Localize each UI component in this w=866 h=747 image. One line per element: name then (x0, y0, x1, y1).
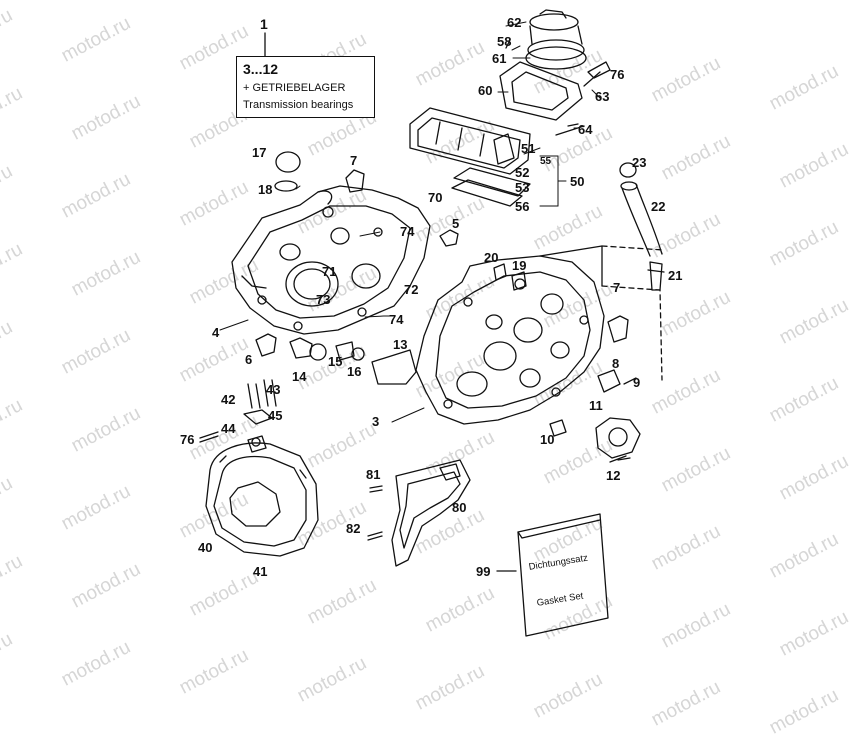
watermark-text: motod.ru (176, 644, 253, 699)
watermark-text: motod.ru (294, 652, 371, 707)
part-number-label: 17 (252, 145, 267, 160)
watermark-text: motod.ru (412, 660, 489, 715)
assembly-part-range: 3...12 (243, 61, 279, 77)
part-number-label: 44 (221, 421, 236, 436)
part-number-label: 43 (266, 382, 281, 397)
part-number-label: 81 (366, 467, 381, 482)
part-number-label: 40 (198, 540, 213, 555)
part-number-label: 14 (292, 369, 307, 384)
part-number-label: 19 (512, 258, 527, 273)
part-number-label: 15 (328, 354, 343, 369)
right-crankcase-half (415, 245, 665, 425)
part-number-label: 10 (540, 432, 555, 447)
part-number-label: 22 (651, 199, 666, 214)
callout-number-1: 1 (260, 16, 268, 32)
part-number-label: 56 (515, 199, 530, 214)
exploded-parts-diagram: motod.ru motod.ru motod.ru motod.ru motod.ru… (0, 5, 852, 739)
part-number-label: 52 (515, 165, 530, 180)
part-number-label: 4 (212, 325, 220, 340)
part-number-label: 74 (389, 312, 404, 327)
part-number-label: 13 (393, 337, 408, 352)
part-number-label: 21 (668, 268, 683, 283)
part-number-label: 72 (404, 282, 419, 297)
skid-plate (391, 459, 471, 567)
part-number-label: 18 (258, 182, 273, 197)
part-number-label: 12 (606, 468, 621, 483)
part-number-label: 60 (478, 83, 493, 98)
part-number-label: 80 (452, 500, 467, 515)
part-number-label: 42 (221, 392, 236, 407)
part-number-label: 9 (633, 375, 641, 390)
leader-lines (219, 21, 601, 423)
part-number-label: 73 (316, 292, 331, 307)
small-parts (199, 61, 641, 541)
part-number-label: 64 (578, 122, 593, 137)
gasket-kit-card (517, 513, 609, 637)
part-number-label: 7 (613, 280, 621, 295)
part-number-label: 51 (521, 141, 536, 156)
clutch-cover (205, 435, 319, 557)
part-number-label: 6 (245, 352, 253, 367)
assembly-german-label: + GETRIEBELAGER (243, 82, 346, 94)
part-number-label: 16 (347, 364, 362, 379)
part-number-label: 53 (515, 180, 530, 195)
part-number-label: 23 (632, 155, 647, 170)
part-number-label: 20 (484, 250, 499, 265)
watermark-text: motod.ru (648, 676, 725, 731)
part-number-label: 76 (610, 67, 625, 82)
part-number-label: 61 (492, 51, 507, 66)
part-number-label: 58 (497, 34, 512, 49)
left-crankcase-half (231, 185, 431, 335)
part-number-label: 63 (595, 89, 610, 104)
watermark-text: motod.ru (530, 668, 607, 723)
part-number-label: 74 (400, 224, 415, 239)
part-number-label: 55 (540, 156, 552, 167)
part-number-label: 70 (428, 190, 443, 205)
vent-hose (619, 162, 665, 291)
part-number-label: 11 (589, 398, 603, 413)
part-number-label: 82 (346, 521, 361, 536)
assembly-info-box: 3...12 + GETRIEBELAGER Transmission bear… (236, 56, 375, 118)
assembly-english-label: Transmission bearings (243, 99, 354, 111)
part-number-label: 71 (322, 264, 337, 279)
part-number-label: 8 (612, 356, 620, 371)
part-number-label: 45 (268, 408, 283, 423)
watermark-text: motod.ru (766, 684, 843, 739)
engine-case-line-art (199, 9, 665, 637)
part-number-label: 7 (350, 153, 358, 168)
callout-number-99: 99 (476, 564, 491, 579)
part-number-label: 41 (253, 564, 268, 579)
group-50-bracket (539, 155, 567, 207)
part-number-label: 76 (180, 432, 195, 447)
part-number-label: 3 (372, 414, 380, 429)
part-number-label: 50 (570, 174, 585, 189)
part-number-label: 5 (452, 216, 460, 231)
part-number-label: 62 (507, 15, 522, 30)
